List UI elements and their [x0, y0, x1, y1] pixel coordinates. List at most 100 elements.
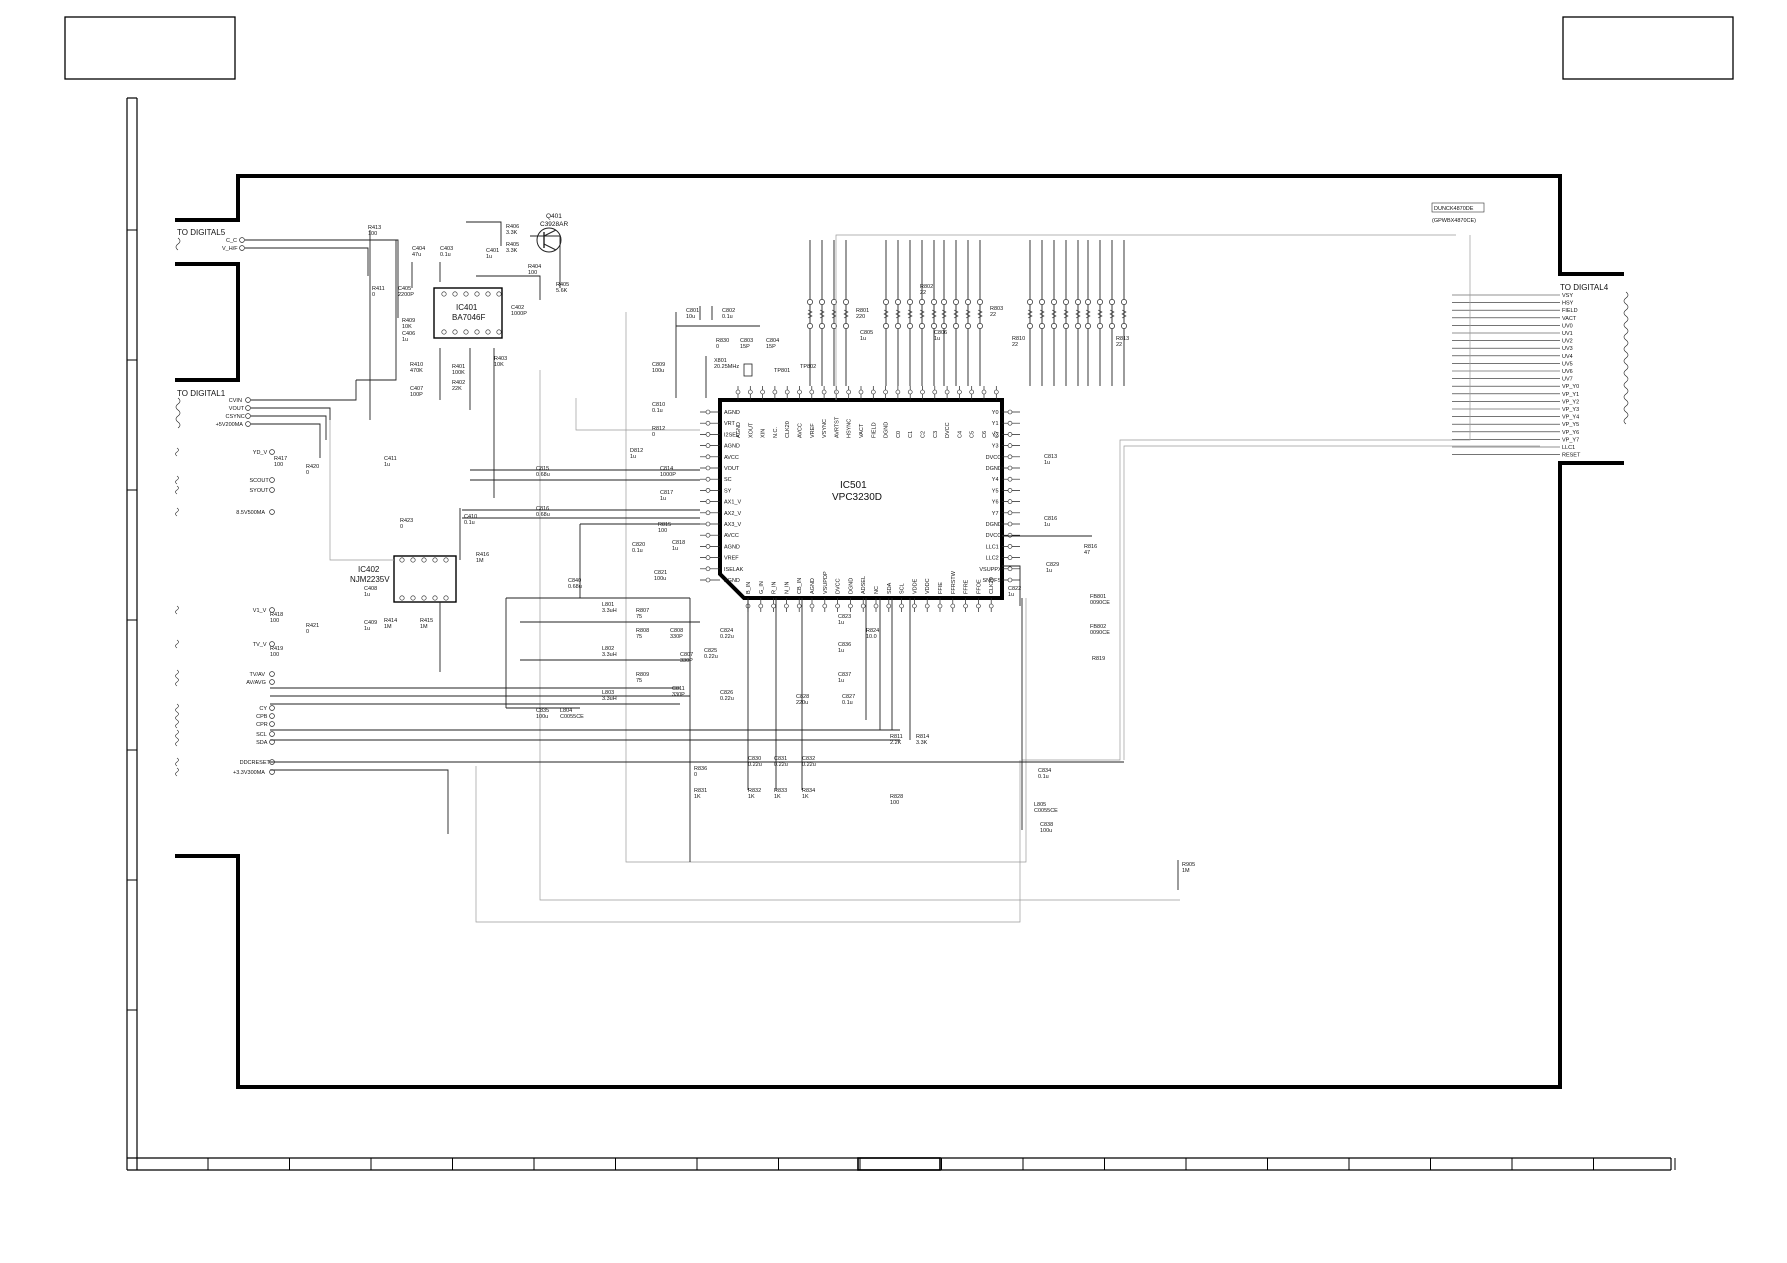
component-ref: R831 — [694, 788, 707, 794]
conn4-pin-label: VP_Y6 — [1562, 430, 1579, 436]
component-ref: C826 — [720, 690, 733, 696]
component-ref: R830 — [716, 338, 729, 344]
component-value: 100 — [890, 800, 899, 806]
ic501-top-pin: C0 — [896, 431, 902, 438]
component-value: 0090CE — [1090, 630, 1110, 636]
ic501-top-pin: HSYNC — [847, 419, 853, 438]
gpwb-code: (GPWBX4870CE) — [1432, 218, 1476, 224]
component-value: 75 — [636, 634, 642, 640]
component-ref: C835 — [536, 708, 549, 714]
ic501-bottom-pin: CB_IN — [797, 578, 803, 594]
component-ref: R419 — [270, 646, 283, 652]
component-ref: X801 — [714, 358, 727, 364]
left-signal-label: SCOUT — [250, 478, 270, 484]
component-value: 1u — [1044, 522, 1050, 528]
component-ref: C802 — [722, 308, 735, 314]
ic501-right-pin: DVCC — [986, 455, 1002, 461]
component-value: 0.68u — [536, 472, 550, 478]
svg-text:NJM2235V: NJM2235V — [350, 575, 390, 584]
component-ref: C801 — [686, 308, 699, 314]
ic501-right-pin: Y0 — [992, 410, 999, 416]
component-ref: C411 — [384, 456, 397, 462]
ic501-bottom-pin: FFOE — [976, 579, 982, 594]
ic501-right-pin: Y1 — [992, 421, 999, 427]
ic501-right-pin: DVCC — [986, 533, 1002, 539]
component-labels: R413100R4110R4063.3KR4053.3KR404100R4055… — [270, 224, 1195, 874]
component-ref: C811 — [672, 686, 685, 692]
ic501-top-pin: CLK20 — [785, 421, 791, 438]
to-digital4-label: TO DIGITAL4 — [1560, 283, 1609, 292]
component-ref: R807 — [636, 608, 649, 614]
ic501-top-pin: AVRTST — [834, 416, 840, 438]
component-value: 330P — [670, 634, 683, 640]
component-ref: C818 — [672, 540, 685, 546]
component-value: 100K — [452, 370, 465, 376]
component-ref: R813 — [1116, 336, 1129, 342]
conn4-pin-label: VP_Y0 — [1562, 384, 1579, 390]
component-ref: C828 — [796, 694, 809, 700]
ic501-right-pin: VSUPPX — [979, 567, 1002, 573]
component-value: 0 — [306, 470, 309, 476]
component-value: 0090CE — [1090, 600, 1110, 606]
component-ref: R401 — [452, 364, 465, 370]
connector-digital5: C_C V_H/F — [175, 237, 399, 318]
left-signal-label: CPR — [256, 722, 268, 728]
svg-text:Q401: Q401 — [546, 213, 562, 220]
component-ref: R423 — [400, 518, 413, 524]
conn1-pin-label: +5V200MA — [216, 422, 244, 428]
component-value: 22 — [1116, 342, 1122, 348]
ic501-bottom-pin: B_IN — [746, 582, 752, 594]
ic501-bottom-pin: N_IN — [784, 581, 790, 594]
component-ref: R812 — [652, 426, 665, 432]
component-ref: C401 — [486, 248, 499, 254]
component-ref: R834 — [802, 788, 815, 794]
ic501-bottom-pin: CLK20 — [989, 577, 995, 594]
component-value: 1u — [672, 546, 678, 552]
component-ref: C829 — [1046, 562, 1059, 568]
component-ref: R421 — [306, 623, 319, 629]
ic501-right-pin: Y4 — [992, 477, 999, 483]
component-value: 1M — [420, 624, 428, 630]
component-value: 1u — [660, 496, 666, 502]
component-ref: R411 — [372, 286, 385, 292]
q401-transistor: Q401 C3928AR — [536, 213, 568, 253]
component-value: 330P — [672, 692, 685, 698]
ic501-bottom-pin: DGND — [848, 578, 854, 594]
component-value: 1K — [774, 794, 781, 800]
ic501-top-pin: VREF — [810, 423, 816, 438]
conn1-pin-label: VOUT — [229, 406, 245, 412]
component-ref: R414 — [384, 618, 397, 624]
ic501-left-pin: AGND — [724, 578, 740, 584]
component-value: 0.1u — [632, 548, 643, 554]
ic501-bottom-pin: FFRE — [964, 579, 970, 594]
component-ref: C405 — [398, 286, 411, 292]
component-value: 0.22u — [748, 762, 762, 768]
component-value: 100u — [536, 714, 548, 720]
component-ref: FB802 — [1090, 624, 1106, 630]
component-ref: R828 — [890, 794, 903, 800]
component-value: 100u — [654, 576, 666, 582]
component-value: 2200P — [398, 292, 414, 298]
component-ref: R403 — [494, 356, 507, 362]
component-ref: R816 — [1084, 544, 1097, 550]
ic501-bottom-pin: VSUPDP — [823, 571, 829, 594]
component-ref: C825 — [704, 648, 717, 654]
left-signal-label: TV_V — [253, 642, 267, 648]
component-ref: TP802 — [800, 364, 816, 370]
component-ref: R802 — [920, 284, 933, 290]
component-ref: R833 — [774, 788, 787, 794]
component-ref: R409 — [402, 318, 415, 324]
conn4-pin-label: UV6 — [1562, 369, 1573, 375]
left-signal-label: CY — [259, 706, 267, 712]
ic501-bottom-pin: R_IN — [772, 581, 778, 594]
component-ref: R811 — [890, 734, 903, 740]
conn4-pin-label: VP_Y1 — [1562, 392, 1579, 398]
component-ref: R416 — [476, 552, 489, 558]
component-ref: C823 — [838, 614, 851, 620]
ic501-top-pin: VACT — [859, 423, 865, 438]
component-value: 22K — [452, 386, 462, 392]
ic501-right-pin: Y5 — [992, 488, 999, 494]
conn5-pin-2: V_H/F — [222, 246, 238, 252]
ic501-top-pin: XOUT — [748, 422, 754, 438]
component-ref: C409 — [364, 620, 377, 626]
